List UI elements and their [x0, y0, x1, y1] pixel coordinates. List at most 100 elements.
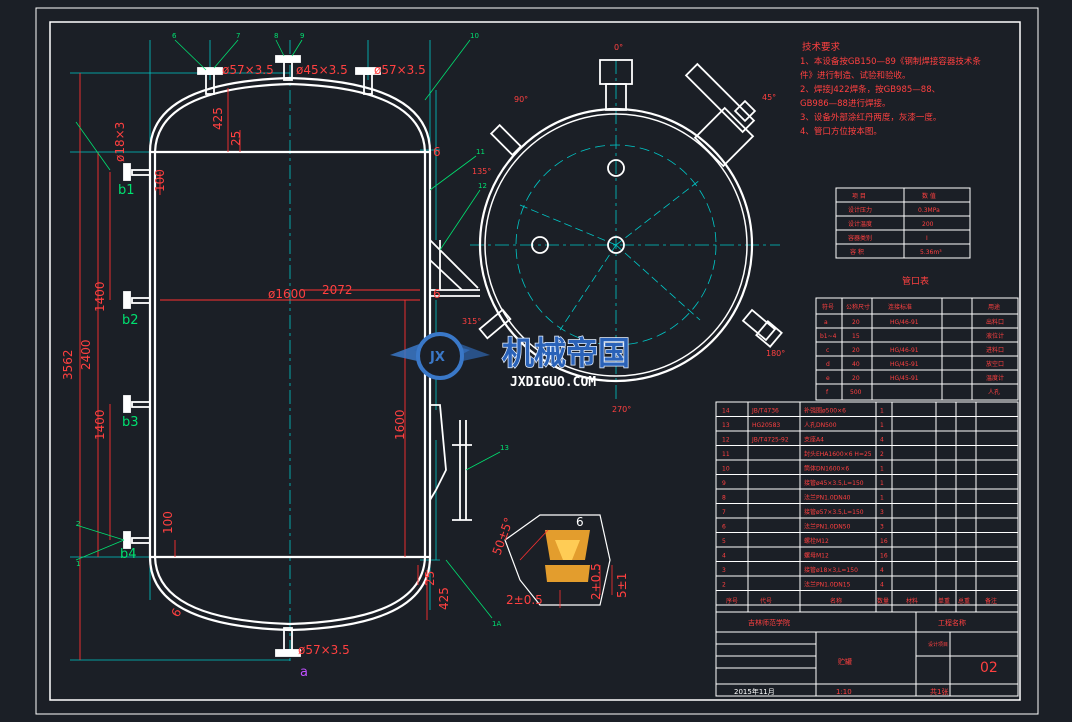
nozzle-row-4-2: HG/45-91	[890, 375, 919, 382]
elevation-view: 3562 2400 1400 1400 425 25 100 100 25 42…	[61, 32, 509, 680]
nozzle-label-top-mid: ø45×3.5	[296, 63, 348, 77]
parts-cell: 螺母M12	[804, 552, 829, 560]
balloon-1a: 1A	[492, 620, 501, 628]
nozzle-row-0-1: 20	[852, 319, 860, 326]
port-b2: b2	[122, 313, 139, 328]
port-labels: b1 b2 b3 b4 a	[118, 183, 308, 680]
parts-cell: 5	[722, 538, 726, 545]
title-project: 工程名称	[938, 618, 966, 627]
port-a: a	[300, 665, 308, 680]
parts-cell: 筒体DN1600×6	[804, 465, 849, 473]
parts-cell: 封头EHA1600×6 H=25	[804, 450, 872, 458]
nozzle-row-3-3: 放空口	[986, 360, 1004, 368]
balloon-1: 1	[76, 560, 80, 568]
nozzle-row-1-0: b1~4	[820, 333, 837, 340]
angle-180: 180°	[766, 349, 785, 358]
parts-cell: 3	[880, 509, 884, 516]
title-drawing-name: 贮罐	[838, 657, 852, 666]
nozzle-header-2: 连接标准	[888, 303, 912, 311]
parts-header-5: 单重	[938, 597, 950, 605]
title-scale: 1:10	[836, 688, 852, 696]
weld-detail: 50±5° 2±0.5 2+0.5 5±1 6	[490, 514, 629, 608]
tech-requirements: 技术要求 1、本设备按GB150—89《钢制焊接容器技术条 件》进行制造、试验和…	[800, 41, 981, 137]
dim-25-top: 25	[229, 131, 243, 146]
dim-1400b: 1400	[93, 409, 107, 440]
parts-header-0: 序号	[726, 597, 738, 605]
nozzle-row-2-2: HG/46-91	[890, 347, 919, 354]
weld-angle: 50±5°	[490, 516, 516, 557]
title-sheet: 共1张	[930, 687, 948, 696]
nozzle-row-3-1: 40	[852, 361, 860, 368]
design-header-0: 项 目	[852, 193, 866, 200]
dim-1400a: 1400	[93, 281, 107, 312]
parts-cell: 人孔DN500	[804, 421, 837, 429]
parts-cell: 法兰PN1.0DN50	[804, 523, 851, 531]
tech-req-line-5: 3、设备外部涂红丹两度，灰漆一度。	[800, 112, 941, 123]
tech-req-line-1: 1、本设备按GB150—89《钢制焊接容器技术条	[800, 56, 981, 67]
nozzle-row-5-1: 500	[850, 389, 862, 396]
nozzle-label-top-right: ø57×3.5	[374, 63, 426, 77]
nozzle-row-1-1: 15	[852, 333, 860, 340]
design-table: 项 目 数 值 设计压力 0.3MPa 设计温度 200 容器类别 Ⅰ 容 积 …	[835, 187, 971, 259]
tech-req-line-4: GB986—88进行焊接。	[800, 98, 890, 109]
balloon-13: 13	[500, 444, 509, 452]
inner-border	[49, 21, 1021, 701]
balloon-10: 10	[470, 32, 479, 40]
parts-cell: 14	[722, 408, 730, 415]
parts-cell: JB/T4736	[751, 408, 779, 415]
nozzle-row-2-0: c	[826, 347, 829, 354]
dimension-lines	[79, 73, 428, 660]
tech-req-line-3: 2、焊接J422焊条，按GB985—88、	[800, 84, 940, 95]
parts-cell: 11	[722, 451, 730, 458]
angle-90: 90°	[514, 95, 528, 104]
dim-100-top: 100	[153, 169, 167, 192]
port-b4: b4	[120, 547, 137, 562]
parts-cell: 法兰PN1.0DN15	[804, 581, 851, 589]
parts-header-6: 总重	[958, 597, 970, 605]
tech-req-line-2: 件》进行制造、试验和验收。	[800, 70, 911, 81]
dim-diameter: ø1600	[268, 287, 306, 301]
parts-cell: 9	[722, 480, 726, 487]
dim-thk-right: 6	[433, 287, 441, 301]
nozzle-table: 管口表 符号 公称尺寸 连接标准 用途 a 20 HG/46-91 出料口 b1…	[815, 275, 1019, 401]
parts-cell: 补强圈ø500×6	[804, 407, 846, 415]
nozzle-row-5-0: f	[826, 389, 829, 396]
design-row-3-v: 5.36m³	[920, 249, 942, 256]
parts-cell: 2	[880, 451, 884, 458]
design-row-2-v: Ⅰ	[926, 235, 928, 242]
nozzle-row-4-1: 20	[852, 375, 860, 382]
supports	[429, 239, 480, 521]
leader-lines	[75, 39, 501, 619]
dim-100-bot: 100	[161, 511, 175, 534]
nozzle-label-bottom: ø57×3.5	[298, 643, 350, 657]
balloon-11: 11	[476, 148, 485, 156]
design-row-0-v: 0.3MPa	[918, 207, 940, 214]
parts-cell: 接管ø57×3.5,L=150	[804, 508, 864, 516]
parts-cell: 1	[880, 408, 884, 415]
weld-thk: 6	[576, 515, 584, 529]
nozzle-label-side: ø18×3	[113, 122, 127, 162]
angle-135: 135°	[472, 167, 491, 176]
nozzle-header-0: 符号	[822, 303, 834, 311]
angle-315: 315°	[462, 317, 481, 326]
title-block: 吉林师范学院 工程名称 设计项目 贮罐 2015年11月 1:10 共1张 02	[716, 611, 1018, 696]
nozzle-row-1-3: 液位计	[986, 332, 1004, 340]
title-school: 吉林师范学院	[748, 618, 790, 627]
parts-cell: 4	[880, 567, 884, 574]
parts-header-1: 代号	[760, 597, 772, 605]
port-b3: b3	[122, 415, 139, 430]
vessel-shell	[148, 76, 432, 632]
nozzle-row-0-2: HG/46-91	[890, 319, 919, 326]
weld-root: 2+0.5	[589, 563, 603, 600]
watermark: JX 机械帝国 JXDIGUO.COM	[390, 332, 631, 390]
nozzle-row-4-3: 温度计	[986, 374, 1004, 382]
nozzle-row-3-2: HG/45-91	[890, 361, 919, 368]
balloon-9: 9	[300, 32, 304, 40]
parts-cell: 4	[880, 437, 884, 444]
parts-cell: 16	[880, 538, 888, 545]
watermark-mark: JX	[429, 350, 445, 365]
parts-cell: 16	[880, 553, 888, 560]
parts-cell: 6	[722, 524, 726, 531]
